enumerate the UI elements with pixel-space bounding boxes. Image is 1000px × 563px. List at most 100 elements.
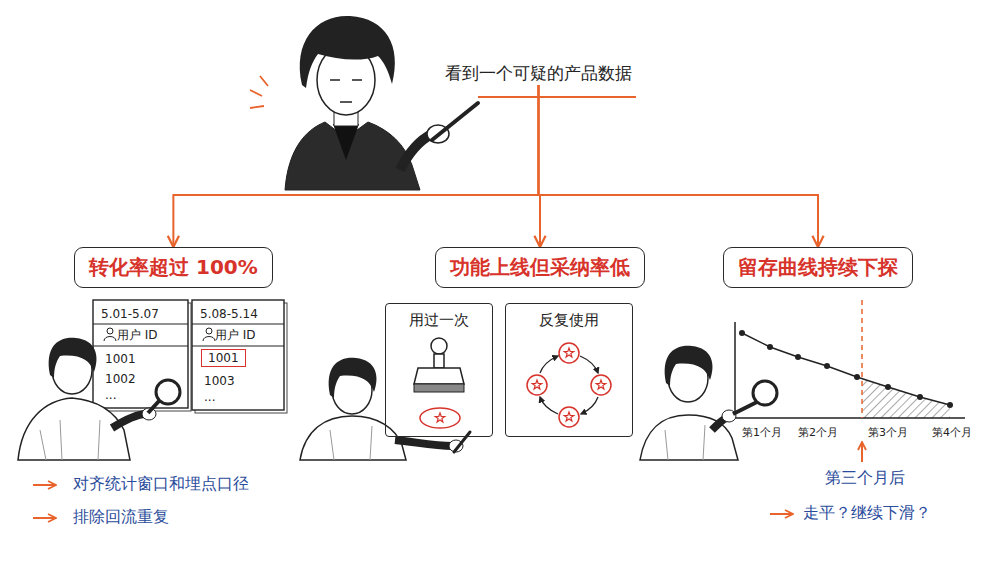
user-icon xyxy=(203,337,215,342)
node-text: 1002 xyxy=(105,372,136,386)
node-text: 用户 ID xyxy=(117,328,158,342)
hair xyxy=(49,338,97,378)
callout-note: 第三个月后 xyxy=(825,468,905,489)
data-point xyxy=(739,330,745,336)
issue-box: 功能上线但采纳率低 xyxy=(435,247,645,288)
cycle-illustration xyxy=(527,343,611,427)
use-circle xyxy=(591,375,611,395)
curve-points xyxy=(739,330,953,408)
retention-chart xyxy=(735,300,965,514)
retention-curve xyxy=(742,333,950,405)
cycle-arrow xyxy=(580,356,598,373)
usage-panel: 反复使用 xyxy=(505,303,633,437)
data-point xyxy=(795,354,801,360)
underline xyxy=(478,96,636,98)
table-rule xyxy=(93,324,188,325)
star-mark xyxy=(435,413,445,422)
data-point xyxy=(824,363,830,369)
chart-axis xyxy=(735,322,965,418)
issue-box: 转化率超过 100% xyxy=(74,247,273,288)
hair xyxy=(329,358,377,398)
table-paper xyxy=(93,300,188,408)
node-text: 1001 xyxy=(105,352,136,366)
magnifier-handle xyxy=(148,401,159,413)
data-point xyxy=(885,384,891,390)
cycle-arrow xyxy=(540,356,558,373)
right-person xyxy=(640,346,777,460)
magnifier-handle xyxy=(733,402,757,414)
node-text: 用过一次 xyxy=(386,311,492,330)
bullet-arrow xyxy=(770,513,793,515)
table-rule xyxy=(192,324,284,325)
data-table: 5.01-5.07 用户 ID 1001 1002... xyxy=(93,300,188,408)
table-rule xyxy=(93,346,188,347)
stamp-print xyxy=(420,408,460,428)
axis-tick: 第1个月 xyxy=(742,425,782,440)
user-icon xyxy=(107,328,113,334)
node-text: 1003 xyxy=(204,374,235,388)
bullet-arrow xyxy=(33,484,56,486)
magnifier xyxy=(753,381,777,405)
node-text: 用户 ID xyxy=(215,328,256,342)
user-icon xyxy=(104,337,116,342)
branch-connector xyxy=(173,85,538,247)
node-text: ... xyxy=(105,388,116,402)
action-note: 排除回流重复 xyxy=(73,507,169,528)
data-table: 5.08-5.14 用户 ID 1003... 1001 xyxy=(192,300,284,410)
use-circle xyxy=(527,375,547,395)
top-person xyxy=(250,16,636,190)
stamp-neck xyxy=(434,354,444,368)
issue-box: 留存曲线持续下探 xyxy=(723,247,913,288)
question-note: 走平？继续下滑？ xyxy=(803,503,931,524)
node-text: 1001 xyxy=(208,351,239,365)
shirt xyxy=(333,124,359,160)
cutoff-line xyxy=(861,300,863,418)
stamp-body xyxy=(414,368,464,384)
node-text: 5.08-5.14 xyxy=(200,307,258,321)
tables-illustration xyxy=(93,300,287,413)
jacket xyxy=(285,122,420,190)
star-mark xyxy=(564,348,574,357)
body xyxy=(300,416,406,460)
usage-panel: 用过一次 xyxy=(385,303,493,437)
table-rule xyxy=(192,346,284,347)
node-text: 反复使用 xyxy=(506,311,632,330)
magnifier xyxy=(156,380,180,404)
stamp-knob xyxy=(431,338,447,354)
action-note: 对齐统计窗口和埋点口径 xyxy=(73,474,249,495)
stamp-base xyxy=(414,384,464,392)
table-paper xyxy=(192,300,284,410)
data-point xyxy=(917,394,923,400)
hair xyxy=(300,16,395,88)
question-text: 看到一个可疑的产品数据 xyxy=(445,62,632,85)
arm xyxy=(395,440,452,446)
user-icon xyxy=(206,328,212,334)
cycle-arrow xyxy=(581,397,598,414)
left-person xyxy=(18,338,180,460)
spark-lines xyxy=(250,76,268,108)
pen xyxy=(432,103,478,140)
data-point xyxy=(767,344,773,350)
branch-connector xyxy=(539,85,819,247)
data-point xyxy=(854,374,860,380)
shaded-area xyxy=(862,378,950,418)
use-circle xyxy=(559,343,579,363)
node-text: 5.01-5.07 xyxy=(101,307,159,321)
arm xyxy=(400,134,432,170)
arm xyxy=(112,414,146,428)
face-lines xyxy=(330,80,362,102)
body xyxy=(640,415,738,460)
use-circle xyxy=(559,407,579,427)
node-text: 看到一个可疑的产品数据 xyxy=(445,62,632,85)
shirt-folds xyxy=(40,420,100,460)
hair xyxy=(665,346,713,386)
left-bullets xyxy=(33,485,56,518)
node-text: ... xyxy=(204,390,215,404)
bullet-arrow xyxy=(33,517,56,519)
axis-tick: 第3个月 xyxy=(868,425,908,440)
shirt-folds xyxy=(330,426,372,460)
star-mark xyxy=(564,412,574,421)
node-text: 转化率超过 100% xyxy=(89,254,258,281)
data-point xyxy=(947,402,953,408)
